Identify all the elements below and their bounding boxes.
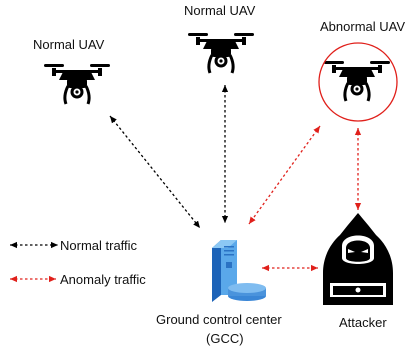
attacker-label: Attacker <box>339 315 387 330</box>
uav-left-label: Normal UAV <box>33 37 105 52</box>
uav-right-icon <box>322 59 392 103</box>
uav-left-icon <box>42 62 112 106</box>
server-database-icon <box>212 240 266 302</box>
hooded-hacker-icon <box>323 213 393 305</box>
legend-anomaly-label: Anomaly traffic <box>60 272 146 287</box>
uav-center-icon <box>186 31 256 75</box>
gcc-label-line2: (GCC) <box>206 331 244 346</box>
anomaly-traffic-uav-gcc-arrow <box>248 125 321 225</box>
abnormal-marker-circle <box>318 42 398 122</box>
uav-center-label: Normal UAV <box>184 3 256 18</box>
legend-normal-label: Normal traffic <box>60 238 138 253</box>
gcc-label-line1: Ground control center <box>156 312 282 327</box>
normal-traffic-left-arrow <box>109 115 201 229</box>
uav-right-label: Abnormal UAV <box>320 19 406 34</box>
